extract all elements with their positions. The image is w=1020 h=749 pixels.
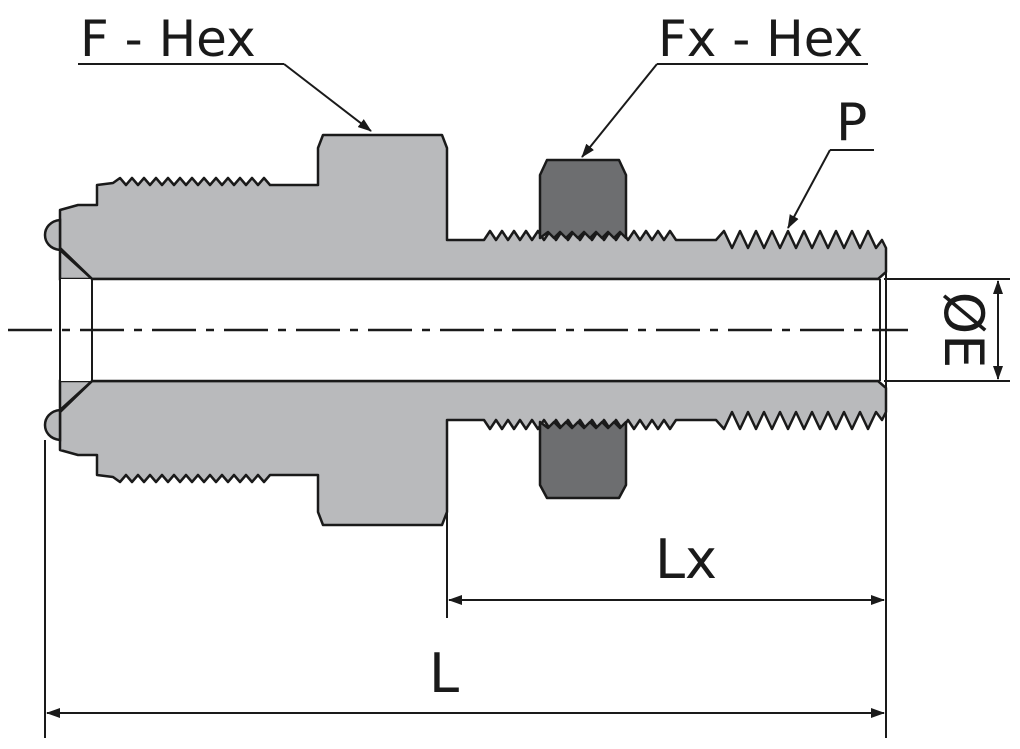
bore-chamfer-bottom (59, 380, 93, 413)
fx-hex-label: Fx - Hex (658, 10, 863, 68)
thread-label: P (836, 93, 867, 153)
bulkhead-length-dimension: Lx (446, 390, 887, 738)
f-hex-leader (283, 63, 372, 132)
lx-label: Lx (655, 528, 717, 591)
lock-nut-lower (538, 420, 628, 500)
bore-chamfer-top (59, 247, 93, 280)
lock-nut-upper (538, 158, 628, 240)
overall-length-dimension: L (44, 440, 885, 738)
f-hex-label: F - Hex (80, 10, 256, 68)
body-lower-half (58, 379, 888, 527)
fx-hex-callout: Fx - Hex (581, 10, 868, 158)
thread-callout: P (787, 93, 874, 229)
thread-leader (787, 149, 831, 229)
body-upper-half (58, 133, 888, 281)
lock-nut (538, 158, 628, 500)
bore-diameter-label: ØE (932, 292, 995, 369)
fx-hex-leader (581, 63, 658, 158)
f-hex-callout: F - Hex (78, 10, 372, 132)
l-label: L (429, 642, 459, 705)
bore-diameter-dimension: ØE (884, 278, 1010, 382)
